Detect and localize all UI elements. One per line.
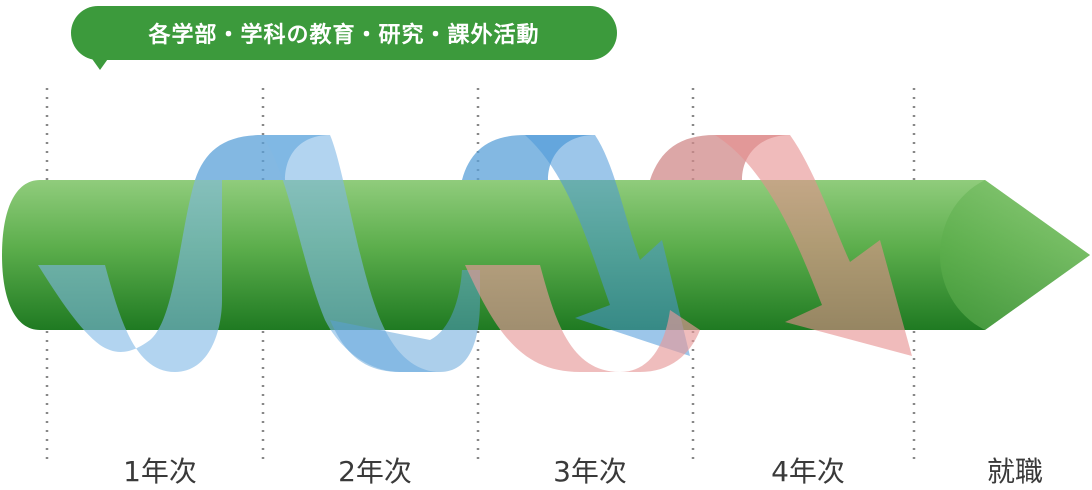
header-bubble-text: 各学部・学科の教育・研究・課外活動 [148, 23, 540, 48]
ribbon-loop-2 [330, 270, 480, 372]
stage-label-year4: 4年次 [771, 455, 845, 488]
pipe-cap [940, 180, 1090, 330]
ribbon-arrow-pink [715, 135, 912, 356]
stage-label-year2: 2年次 [338, 455, 412, 488]
ribbon-arrow-blue [525, 135, 690, 356]
stage-label-year1: 1年次 [123, 455, 197, 488]
header-bubble-tail [90, 56, 110, 70]
stage-label-year3: 3年次 [553, 455, 627, 488]
ribbon-loop-3 [465, 265, 700, 372]
ribbon-loop-1 [38, 180, 222, 372]
stage-label-employment: 就職 [986, 455, 1043, 488]
ribbon-front [38, 135, 912, 372]
header-bubble: 各学部・学科の教育・研究・課外活動 [71, 6, 617, 60]
ribbon-swoop-1 [262, 135, 440, 372]
